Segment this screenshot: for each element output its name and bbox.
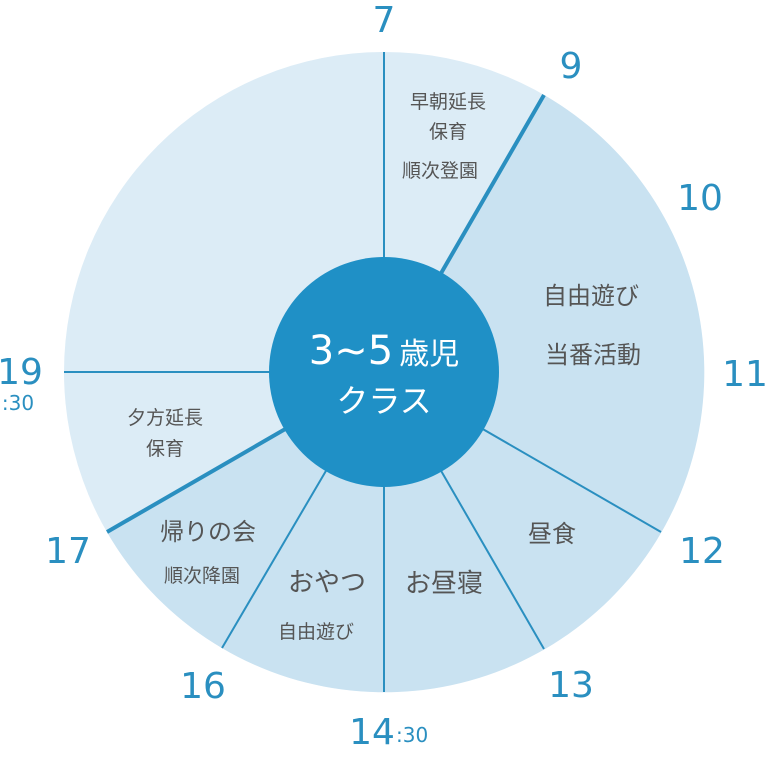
hour-label-14-minutes: :30 — [396, 723, 428, 747]
departure-label: 順次降園 — [164, 565, 240, 587]
hour-label-19-minutes: :30 — [2, 391, 34, 415]
evening-care-label-1: 夕方延長 — [127, 407, 203, 429]
hour-label-13: 13 — [548, 665, 594, 706]
early-care-label-1: 早朝延長 — [410, 91, 486, 113]
hour-label-11: 11 — [722, 354, 768, 395]
snack-label: おやつ — [288, 568, 366, 598]
hour-label-7: 7 — [373, 0, 396, 41]
hour-label-17: 17 — [45, 531, 91, 572]
hour-label-12: 12 — [679, 531, 725, 572]
hour-label-19: 19 — [0, 352, 43, 393]
hour-label-10: 10 — [677, 178, 723, 219]
arrival-label: 順次登園 — [402, 160, 478, 182]
hour-label-14: 14 — [349, 712, 395, 753]
center-age-word: 歳児 — [399, 337, 459, 372]
center-age-range: 3~5 — [309, 328, 393, 374]
snack-free-play-label: 自由遊び — [278, 621, 354, 643]
center-circle — [269, 257, 499, 487]
closing-meeting-label: 帰りの会 — [160, 518, 256, 546]
early-care-label-2: 保育 — [429, 121, 467, 143]
lunch-label: 昼食 — [528, 520, 576, 548]
nap-label: お昼寝 — [405, 569, 483, 599]
free-play-label: 自由遊び — [543, 282, 639, 310]
center-class-label: クラス — [336, 382, 431, 420]
evening-care-label-2: 保育 — [146, 438, 184, 460]
duty-activity-label: 当番活動 — [545, 341, 641, 369]
hour-label-9: 9 — [560, 46, 583, 87]
hour-label-16: 16 — [180, 666, 226, 707]
